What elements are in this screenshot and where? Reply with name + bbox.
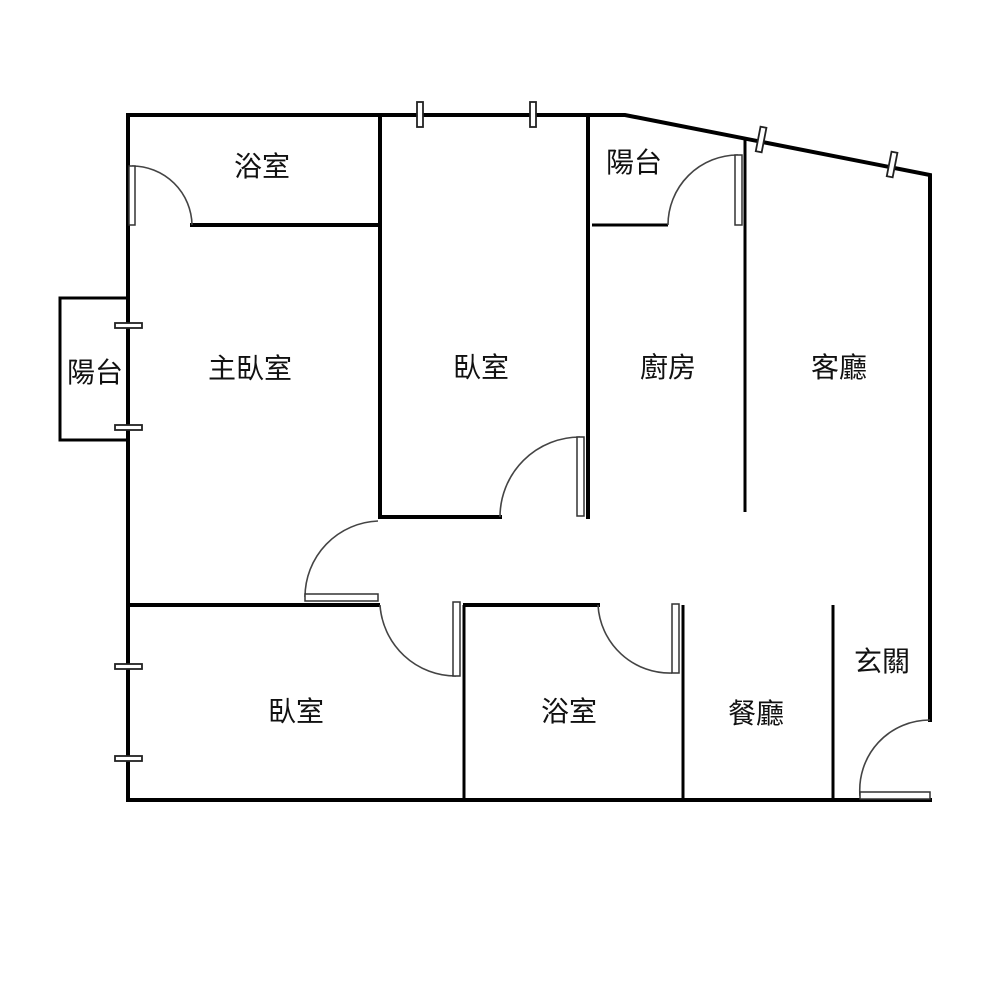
door-bedroom-top [499,436,585,518]
room-label-dining-room: 餐廳 [728,697,784,730]
door-bathroom-bottom [597,603,680,674]
left-balcony-outline [58,296,130,442]
interior-walls [126,113,835,800]
door-balcony-kitchen [667,154,743,226]
exterior-walls [58,113,932,802]
room-label-balcony-left: 陽台 [67,356,123,389]
room-label-bathroom-top: 浴室 [234,150,290,183]
room-label-living-room: 客廳 [811,351,867,384]
room-label-master-bedroom: 主臥室 [208,352,292,385]
room-label-kitchen: 廚房 [640,351,696,384]
door-entrance[interactable] [858,719,931,800]
room-label-entrance: 玄關 [854,645,910,678]
room-label-balcony-top: 陽台 [606,146,662,179]
windows [114,101,899,762]
door-master-bedroom [304,520,379,602]
room-label-bathroom-bottom: 浴室 [541,695,597,728]
door-bathroom-top [128,165,193,226]
door-bedroom-bottom [379,601,461,677]
room-label-bedroom-top: 臥室 [453,351,509,384]
room-label-bedroom-bottom: 臥室 [268,695,324,728]
